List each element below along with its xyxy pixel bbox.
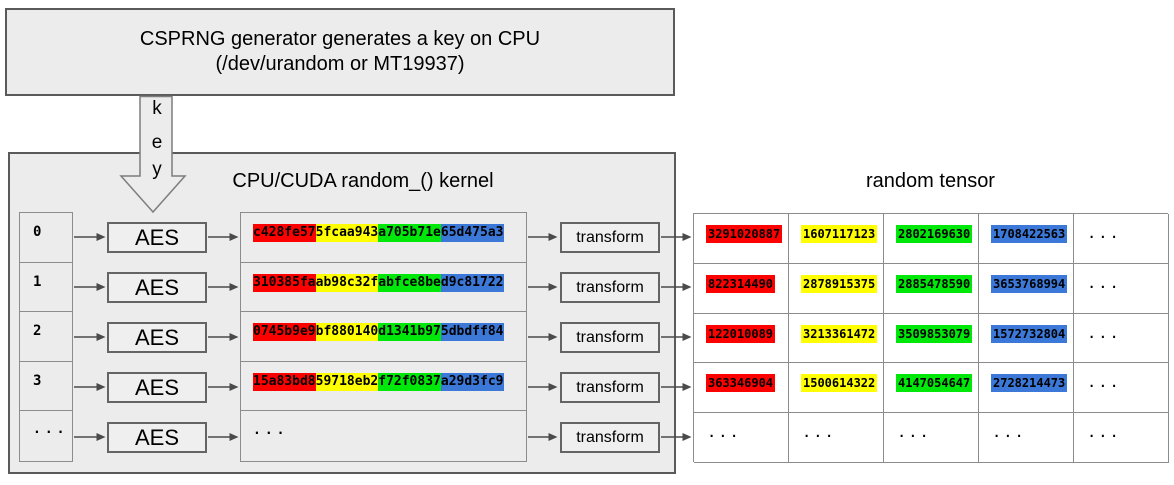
hex-row-3: 15a83bd859718eb2f72f0837a29d3fc9	[241, 362, 526, 412]
hex-seg: d1341b97	[378, 323, 441, 342]
hex-row-2: 0745b9e9bf880140d1341b975dbdff84	[241, 312, 526, 362]
tensor-value: 363346904	[706, 374, 776, 393]
tensor-ellipsis: ...	[1088, 276, 1122, 291]
index-cell-1: 1	[20, 263, 72, 313]
tensor-value: 122010089	[706, 324, 776, 343]
tensor-cell: 3653768994	[979, 263, 1074, 314]
csprng-box-line2: (/dev/urandom or MT19937)	[215, 53, 465, 75]
hex-ellipsis: ...	[253, 423, 289, 439]
transform-box-4: transform	[560, 422, 660, 453]
tensor-cell: 3291020887	[694, 214, 789, 264]
hex-seg: 5dbdff84	[440, 323, 504, 342]
tensor-cell: ...	[1074, 263, 1169, 314]
transform-box-1: transform	[560, 272, 660, 303]
tensor-cell: 1500614322	[789, 363, 884, 414]
index-cell-ellipsis: ...	[33, 422, 69, 438]
tensor-ellipsis: ...	[898, 426, 932, 441]
tensor-cell: 1607117123	[789, 214, 884, 264]
aes-output-panel: c428fe575fcaa943a705b71e65d475a3 310385f…	[240, 212, 527, 462]
tensor-cell: ...	[1074, 214, 1169, 264]
hex-row-0: c428fe575fcaa943a705b71e65d475a3	[241, 213, 526, 263]
tensor-cell: 2885478590	[884, 263, 979, 314]
hex-seg: a29d3fc9	[440, 372, 504, 391]
tensor-ellipsis: ...	[708, 426, 742, 441]
aes-box-0: AES	[107, 222, 207, 253]
hex-seg: 59718eb2	[315, 372, 379, 391]
hex-row-1: 310385faab98c32fabfce8bed9c81722	[241, 263, 526, 313]
hex-seg: bf880140	[315, 323, 379, 342]
hex-seg: 0745b9e9	[253, 323, 316, 342]
tensor-cell: 822314490	[694, 263, 789, 314]
tensor-value: 3653768994	[991, 274, 1068, 293]
tensor-cell: 1708422563	[979, 214, 1074, 264]
tensor-value: 2728214473	[991, 374, 1068, 393]
tensor-cell: 4147054647	[884, 363, 979, 414]
key-letter-e: e	[151, 132, 163, 153]
tensor-title: random tensor	[866, 170, 995, 192]
hex-seg: f72f0837	[378, 372, 441, 391]
index-cell-2: 2	[20, 312, 72, 362]
aes-box-4: AES	[107, 422, 207, 453]
tensor-cell: 363346904	[694, 363, 789, 414]
hex-seg: 65d475a3	[440, 224, 504, 242]
tensor-cell: ...	[884, 413, 979, 463]
hex-seg: 310385fa	[253, 273, 316, 292]
transform-box-0: transform	[560, 222, 660, 253]
hex-seg: c428fe57	[253, 224, 316, 242]
tensor-cell: 2878915375	[789, 263, 884, 314]
tensor-ellipsis: ...	[1088, 426, 1122, 441]
tensor-cell: ...	[1074, 313, 1169, 364]
tensor-value: 3509853079	[896, 324, 973, 343]
csprng-box-line1: CSPRNG generator generates a key on CPU	[139, 28, 541, 50]
aes-box-2: AES	[107, 322, 207, 353]
tensor-ellipsis: ...	[1088, 227, 1122, 241]
tensor-value: 4147054647	[896, 374, 973, 393]
hex-seg: ab98c32f	[315, 273, 379, 292]
index-cell-0: 0	[20, 213, 72, 263]
tensor-value: 3291020887	[706, 225, 783, 243]
tensor-value: 2878915375	[801, 274, 878, 293]
key-letter-k: k	[152, 98, 162, 119]
hex-seg: a705b71e	[378, 224, 441, 242]
thread-index-column: 0 1 2 3 ...	[19, 212, 73, 462]
tensor-ellipsis: ...	[803, 426, 837, 441]
tensor-value: 822314490	[706, 274, 776, 293]
tensor-cell: ...	[1074, 363, 1169, 414]
hex-seg: 15a83bd8	[253, 372, 316, 391]
hex-seg: abfce8be	[378, 273, 441, 292]
tensor-ellipsis: ...	[1088, 326, 1122, 341]
tensor-cell: 122010089	[694, 313, 789, 364]
tensor-cell: ...	[694, 413, 789, 463]
tensor-cell: 3509853079	[884, 313, 979, 364]
tensor-cell: ...	[789, 413, 884, 463]
tensor-value: 2885478590	[896, 274, 973, 293]
tensor-value: 1708422563	[991, 225, 1068, 243]
tensor-value: 2802169630	[896, 225, 973, 243]
tensor-value: 3213361472	[801, 324, 878, 343]
csprng-generator-box: CSPRNG generator generates a key on CPU …	[5, 8, 675, 96]
hex-seg: 5fcaa943	[315, 224, 379, 242]
random-tensor-table: 3291020887 1607117123 2802169630 1708422…	[693, 213, 1169, 463]
hex-seg: d9c81722	[440, 273, 504, 292]
transform-box-2: transform	[560, 322, 660, 353]
tensor-cell: 3213361472	[789, 313, 884, 364]
aes-box-3: AES	[107, 372, 207, 403]
tensor-value: 1572732804	[991, 324, 1068, 343]
tensor-cell: ...	[979, 413, 1074, 463]
aes-box-1: AES	[107, 272, 207, 303]
index-cell-3: 3	[20, 362, 72, 412]
tensor-cell: ...	[1074, 413, 1169, 463]
tensor-ellipsis: ...	[1088, 376, 1122, 391]
tensor-cell: 2802169630	[884, 214, 979, 264]
transform-box-3: transform	[560, 372, 660, 403]
kernel-title: CPU/CUDA random_() kernel	[232, 170, 494, 192]
tensor-value: 1500614322	[801, 374, 878, 393]
hex-row-ellipsis: ...	[241, 411, 526, 461]
key-letter-y: y	[152, 159, 162, 180]
tensor-cell: 1572732804	[979, 313, 1074, 364]
tensor-value: 1607117123	[801, 225, 878, 243]
tensor-ellipsis: ...	[993, 426, 1027, 441]
tensor-cell: 2728214473	[979, 363, 1074, 414]
